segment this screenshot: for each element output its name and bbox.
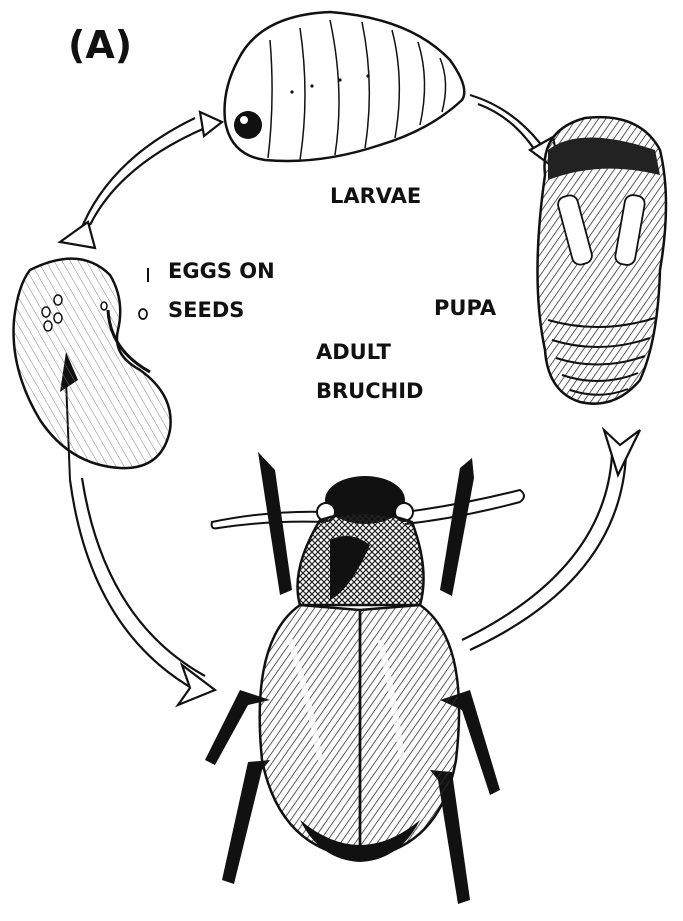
label-eggs-on-seeds-line1: EGGS ON — [168, 261, 275, 282]
pupa-icon — [538, 117, 667, 404]
panel-label: (A) — [68, 26, 132, 64]
seed-with-eggs-icon — [14, 259, 171, 468]
label-adult-bruchid-line2: BRUCHID — [316, 381, 423, 402]
cycle-arrow-icon — [462, 430, 640, 650]
adult-bruchid-beetle-icon — [205, 452, 524, 904]
label-pupa: PUPA — [434, 298, 496, 319]
label-larvae: LARVAE — [330, 186, 421, 207]
larva-icon — [225, 12, 465, 161]
label-adult-bruchid-line1: ADULT — [316, 342, 391, 363]
label-eggs-on-seeds-line2: SEEDS — [168, 300, 244, 321]
cycle-arrow-icon — [60, 112, 222, 248]
